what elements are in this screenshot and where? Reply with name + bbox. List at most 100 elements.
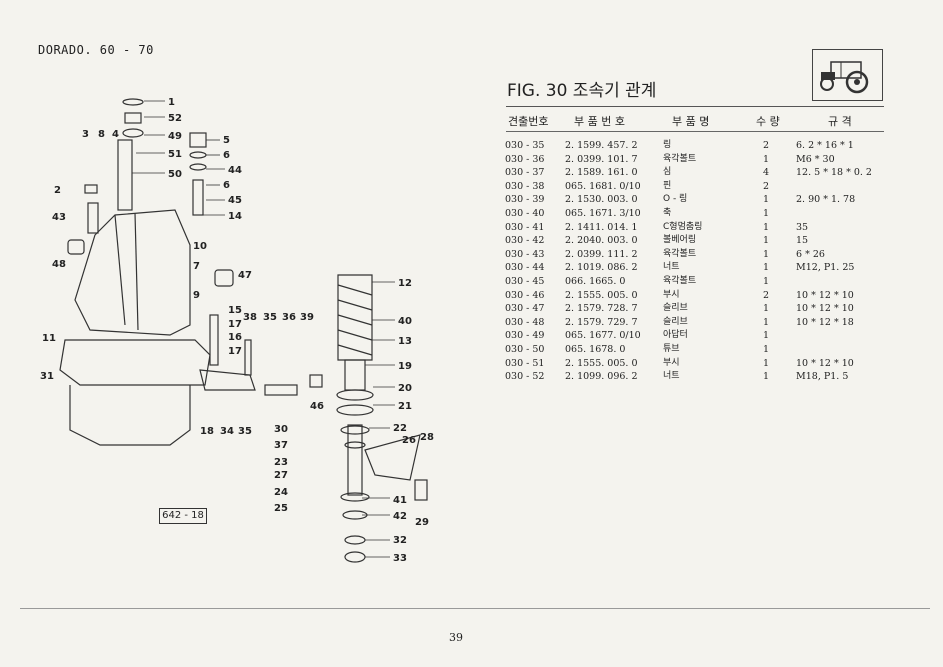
cell-spec: 2. 90 * 1. 78	[796, 194, 856, 206]
cell-part-name: 슬리브	[663, 303, 688, 314]
cell-part-name: 링	[663, 140, 672, 150]
column-header-spec: 규 격	[828, 115, 852, 128]
cell-part-name: 아답터	[663, 330, 688, 341]
cell-quantity: 1	[763, 303, 770, 315]
callout-47: 47	[238, 270, 252, 281]
callout-4: 4	[112, 129, 119, 140]
cell-spec: 10 * 12 * 10	[796, 357, 854, 369]
callout-11: 11	[42, 333, 56, 344]
cell-quantity: 1	[763, 153, 770, 165]
cell-quantity: 4	[763, 167, 770, 179]
header-rule	[506, 131, 884, 132]
callout-7: 7	[193, 261, 200, 272]
cell-ref: 030 - 41	[505, 221, 545, 233]
cell-ref: 030 - 36	[505, 153, 545, 165]
callout-40: 40	[398, 316, 412, 327]
cell-part-number: 2. 1589. 161. 0	[565, 167, 638, 179]
callout-17: 17	[228, 319, 242, 330]
cell-ref: 030 - 39	[505, 194, 545, 206]
callout-33: 33	[393, 553, 407, 564]
cell-part-number: 2. 1599. 457. 2	[565, 140, 638, 151]
callout-6: 6	[223, 150, 230, 161]
cell-spec: M6 * 30	[796, 153, 835, 165]
callout-3: 3	[82, 129, 89, 140]
cell-ref: 030 - 47	[505, 303, 545, 315]
cell-spec: 10 * 12 * 10	[796, 303, 854, 315]
callout-38: 38	[243, 312, 257, 323]
callout-5: 5	[223, 135, 230, 146]
callout-35: 35	[263, 312, 277, 323]
callout-49: 49	[168, 131, 182, 142]
column-header-part-number: 부 품 번 호	[574, 115, 625, 128]
column-header-ref: 견출번호	[508, 115, 549, 128]
cell-ref: 030 - 37	[505, 167, 545, 179]
cell-part-name: 부시	[663, 357, 680, 368]
callout-16: 16	[228, 332, 242, 343]
callout-48: 48	[52, 259, 66, 270]
cell-part-name: 심	[663, 167, 672, 178]
cell-part-number: 065. 1678. 0	[565, 343, 626, 355]
cell-part-number: 2. 0399. 111. 2	[565, 248, 638, 260]
cell-part-name: C형멈춤링	[663, 221, 703, 232]
callout-31: 31	[40, 371, 54, 382]
title-rule	[506, 106, 884, 107]
cell-ref: 030 - 48	[505, 316, 545, 328]
callout-24: 24	[274, 487, 288, 498]
cell-part-name: 육각볼트	[663, 153, 697, 164]
cell-spec: 35	[796, 221, 809, 233]
callout-45: 45	[228, 195, 242, 206]
callout-6b: 6	[223, 180, 230, 191]
cell-quantity: 1	[763, 207, 770, 219]
callout-43: 43	[52, 212, 66, 223]
callout-22: 22	[393, 423, 407, 434]
callout-8: 8	[98, 129, 105, 140]
cell-ref: 030 - 38	[505, 180, 545, 192]
callout-50: 50	[168, 169, 182, 180]
cell-ref: 030 - 50	[505, 343, 545, 355]
callout-12: 12	[398, 278, 412, 289]
cell-quantity: 1	[763, 316, 770, 328]
callout-34: 34	[220, 426, 234, 437]
cell-ref: 030 - 45	[505, 275, 545, 287]
cell-quantity: 1	[763, 275, 770, 287]
cell-spec: M18, P1. 5	[796, 371, 849, 383]
tractor-icon	[812, 49, 883, 101]
cell-part-name: 부시	[663, 289, 680, 300]
callout-42: 42	[393, 511, 407, 522]
cell-part-name: 튜브	[663, 343, 680, 354]
callout-17b: 17	[228, 346, 242, 357]
cell-part-number: 2. 1555. 005. 0	[565, 357, 638, 369]
page-number: 39	[449, 631, 463, 644]
cell-ref: 030 - 42	[505, 235, 545, 247]
table-row: 030 - 36 2. 0399. 101. 7 육각볼트 1 M6 * 30	[505, 153, 885, 167]
callout-29: 29	[415, 517, 429, 528]
cell-part-number: 2. 1555. 005. 0	[565, 289, 638, 301]
cell-part-number: 065. 1677. 0/10	[565, 330, 641, 342]
table-row: 030 - 37 2. 1589. 161. 0 심 4 12. 5 * 18 * 0.…	[505, 166, 885, 180]
cell-part-name: 슬리브	[663, 316, 688, 327]
cell-ref: 030 - 52	[505, 371, 545, 383]
cell-spec: 12. 5 * 18 * 0. 2	[796, 167, 872, 179]
cell-spec: 10 * 12 * 18	[796, 316, 854, 328]
column-header-part-name: 부 품 명	[672, 115, 710, 128]
callout-37: 37	[274, 440, 288, 451]
cell-quantity: 1	[763, 371, 770, 383]
cell-part-name: 육각볼트	[663, 275, 697, 286]
cell-part-number: 2. 0399. 101. 7	[565, 153, 638, 165]
callout-44: 44	[228, 165, 242, 176]
callout-25: 25	[274, 503, 288, 514]
footer-rule	[20, 608, 930, 609]
callout-1: 1	[168, 97, 175, 108]
cell-part-name: 너트	[663, 371, 680, 382]
callout-35b: 35	[238, 426, 252, 437]
cell-ref: 030 - 49	[505, 330, 545, 342]
